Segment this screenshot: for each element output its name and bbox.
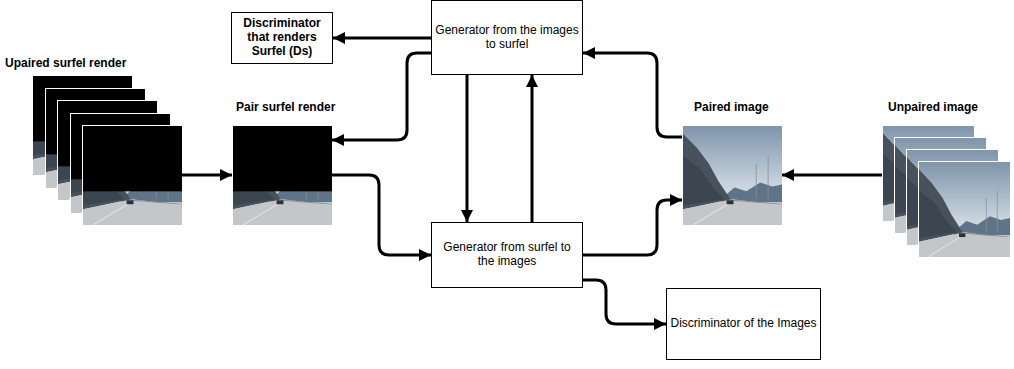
image-heading: Pair surfel render [236,100,335,114]
image-stack: Pair surfel render [232,125,332,225]
flow-arrow [466,75,469,222]
road-image [919,162,1010,257]
process-box: Generator from surfel to the images [431,222,583,288]
image-frame [82,125,182,225]
box-label: Discriminator of the Images [670,317,816,331]
flow-arrow [182,174,232,177]
image-frame [682,125,782,225]
flow-arrow [531,75,534,222]
image-heading: Paired image [694,100,769,114]
flow-arrow [332,53,431,140]
flow-arrow [583,200,682,255]
image-stack: Unpaired image [882,125,1010,257]
box-label: Generator from the images to surfel [435,24,579,52]
image-frame [232,125,332,225]
flow-arrow [333,37,431,40]
process-box: Discriminator that renders Surfel (Ds) [231,12,333,64]
road-image [683,126,782,225]
box-label: Discriminator that renders Surfel (Ds) [235,17,329,58]
process-box: Generator from the images to surfel [431,0,583,75]
flow-arrow [332,175,431,255]
process-box: Discriminator of the Images [666,288,821,360]
image-heading: Unpaired image [888,100,978,114]
box-label: Generator from surfel to the images [435,241,579,269]
image-stack: Paired image [682,125,782,225]
flow-arrow [583,53,682,137]
road-image [83,126,182,225]
image-stack: Upaired surfel render [32,75,182,225]
flow-arrow [583,280,666,324]
flow-arrow [782,174,882,177]
road-image [233,126,332,225]
image-heading: Upaired surfel render [5,56,126,70]
image-frame [918,161,1010,257]
